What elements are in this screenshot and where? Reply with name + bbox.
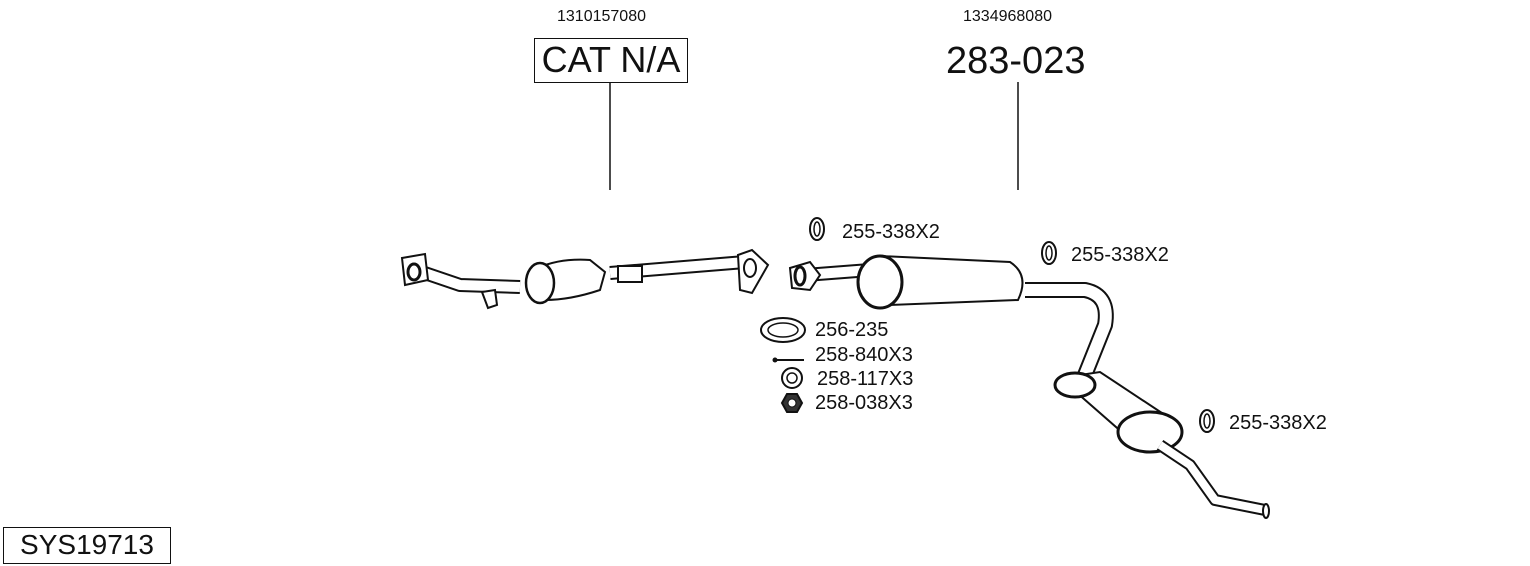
gasket-ring-icon <box>760 317 806 343</box>
accessory-label[interactable]: 255-338X2 <box>842 221 940 243</box>
accessory-label[interactable]: 255-338X2 <box>1229 412 1327 434</box>
accessory-label[interactable]: 258-117X3 <box>817 368 914 390</box>
system-id: SYS19713 <box>3 527 171 564</box>
rear-muffler <box>1053 370 1270 519</box>
spring-washer-icon <box>781 367 803 389</box>
part-number-muffler[interactable]: 283-023 <box>946 40 1086 82</box>
bolt-icon <box>772 357 804 363</box>
accessory-label[interactable]: 258-038X3 <box>815 392 913 414</box>
accessory-label[interactable]: 256-235 <box>815 319 889 341</box>
front-muffler <box>788 254 1114 378</box>
oe-number-cat: 1310157080 <box>557 8 646 25</box>
rubber-hanger-icon <box>1041 241 1057 265</box>
rubber-hanger-icon <box>1199 409 1215 433</box>
part-number-cat[interactable]: CAT N/A <box>534 38 688 83</box>
nut-icon <box>780 393 804 413</box>
oe-number-muffler: 1334968080 <box>963 8 1052 25</box>
accessory-label[interactable]: 255-338X2 <box>1071 244 1169 266</box>
rubber-hanger-icon <box>809 217 825 241</box>
catalytic-converter-pipe <box>400 248 770 310</box>
accessory-label[interactable]: 258-840X3 <box>815 344 913 366</box>
